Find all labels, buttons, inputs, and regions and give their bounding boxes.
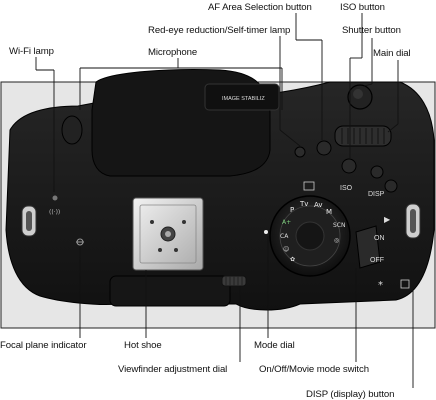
iso-button (341, 158, 357, 174)
svg-text:P: P (290, 206, 294, 214)
eyepiece (109, 275, 231, 307)
label-viewfinder-adjustment-dial: Viewfinder adjustment dial (118, 364, 228, 375)
wifi-lamp (52, 195, 58, 201)
label-mode-dial: Mode dial (254, 340, 295, 351)
svg-text:◎: ◎ (334, 237, 339, 244)
svg-text:▶: ▶ (384, 215, 391, 224)
disp-marking: DISP (368, 191, 385, 198)
label-microphone: Microphone (148, 47, 198, 58)
svg-text:M: M (326, 208, 332, 216)
power-switch: ▶ ON OFF (355, 215, 391, 269)
svg-text:☺: ☺ (283, 246, 289, 253)
label-focal-plane-indicator: Focal plane indicator (0, 340, 87, 351)
leader-lines (35, 13, 414, 388)
red-eye-lamp (294, 146, 306, 158)
label-iso-button: ISO button (340, 2, 385, 13)
label-on-off-movie-mode-switch: On/Off/Movie mode switch (259, 364, 369, 375)
label-hot-shoe: Hot shoe (124, 340, 162, 351)
label-main-dial: Main dial (373, 48, 411, 59)
label-shutter-button: Shutter button (342, 25, 401, 36)
label-wifi-lamp: Wi-Fi lamp (9, 46, 54, 57)
svg-text:SCN: SCN (333, 222, 346, 229)
svg-text:A+: A+ (282, 219, 291, 226)
svg-text:Av: Av (314, 201, 323, 209)
on-marking: ON (374, 235, 385, 242)
label-disp-button: DISP (display) button (306, 389, 395, 400)
disp-button (370, 165, 384, 179)
iso-marking: ISO (340, 185, 353, 192)
svg-text:CA: CA (280, 233, 289, 240)
label-af-area-selection-button: AF Area Selection button (208, 2, 312, 13)
main-dial (334, 125, 392, 147)
viewfinder-dial (221, 275, 247, 287)
svg-text:Tv: Tv (299, 200, 308, 208)
hot-shoe (132, 197, 204, 271)
mode-dial: P Tv Av M A+ CA ☺ ✿ SCN ◎ (264, 195, 351, 277)
svg-text:*: * (378, 280, 383, 291)
lens-text: IMAGE STABILIZ (222, 96, 265, 102)
off-marking: OFF (370, 257, 384, 264)
svg-text:((·)): ((·)) (49, 209, 60, 216)
strap-lug-left (61, 115, 83, 145)
af-area-button (316, 140, 332, 156)
lens-barrel (204, 83, 280, 111)
label-red-eye-lamp: Red-eye reduction/Self-timer lamp (148, 25, 291, 36)
svg-text:✿: ✿ (290, 256, 295, 263)
